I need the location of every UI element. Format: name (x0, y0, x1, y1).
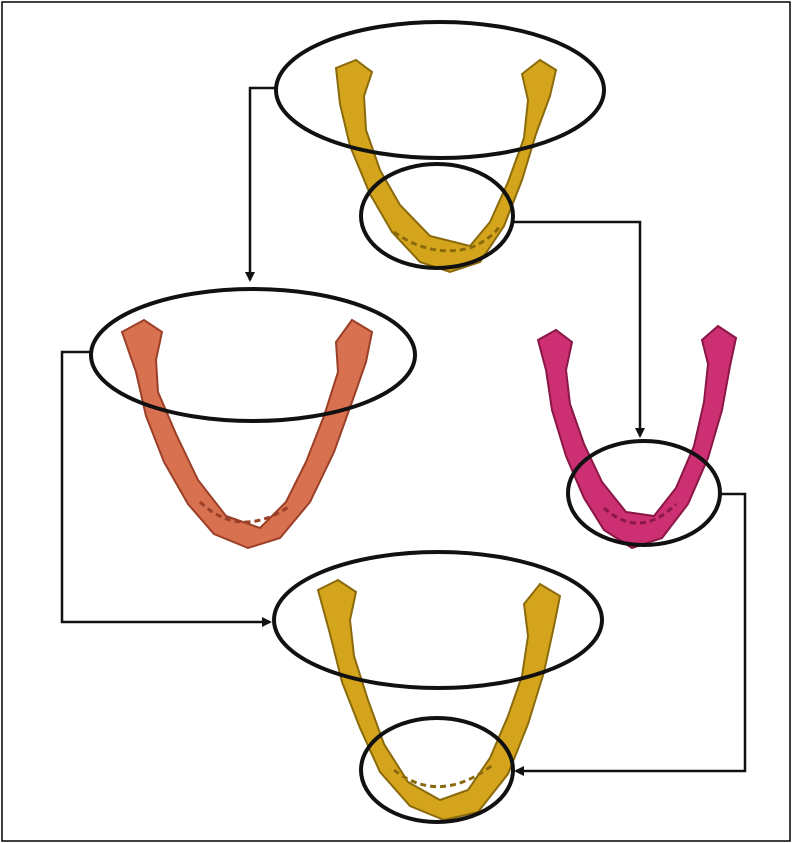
mandible-recombination-diagram (0, 0, 792, 843)
figure-canvas (0, 0, 792, 843)
figure-border (2, 2, 790, 841)
